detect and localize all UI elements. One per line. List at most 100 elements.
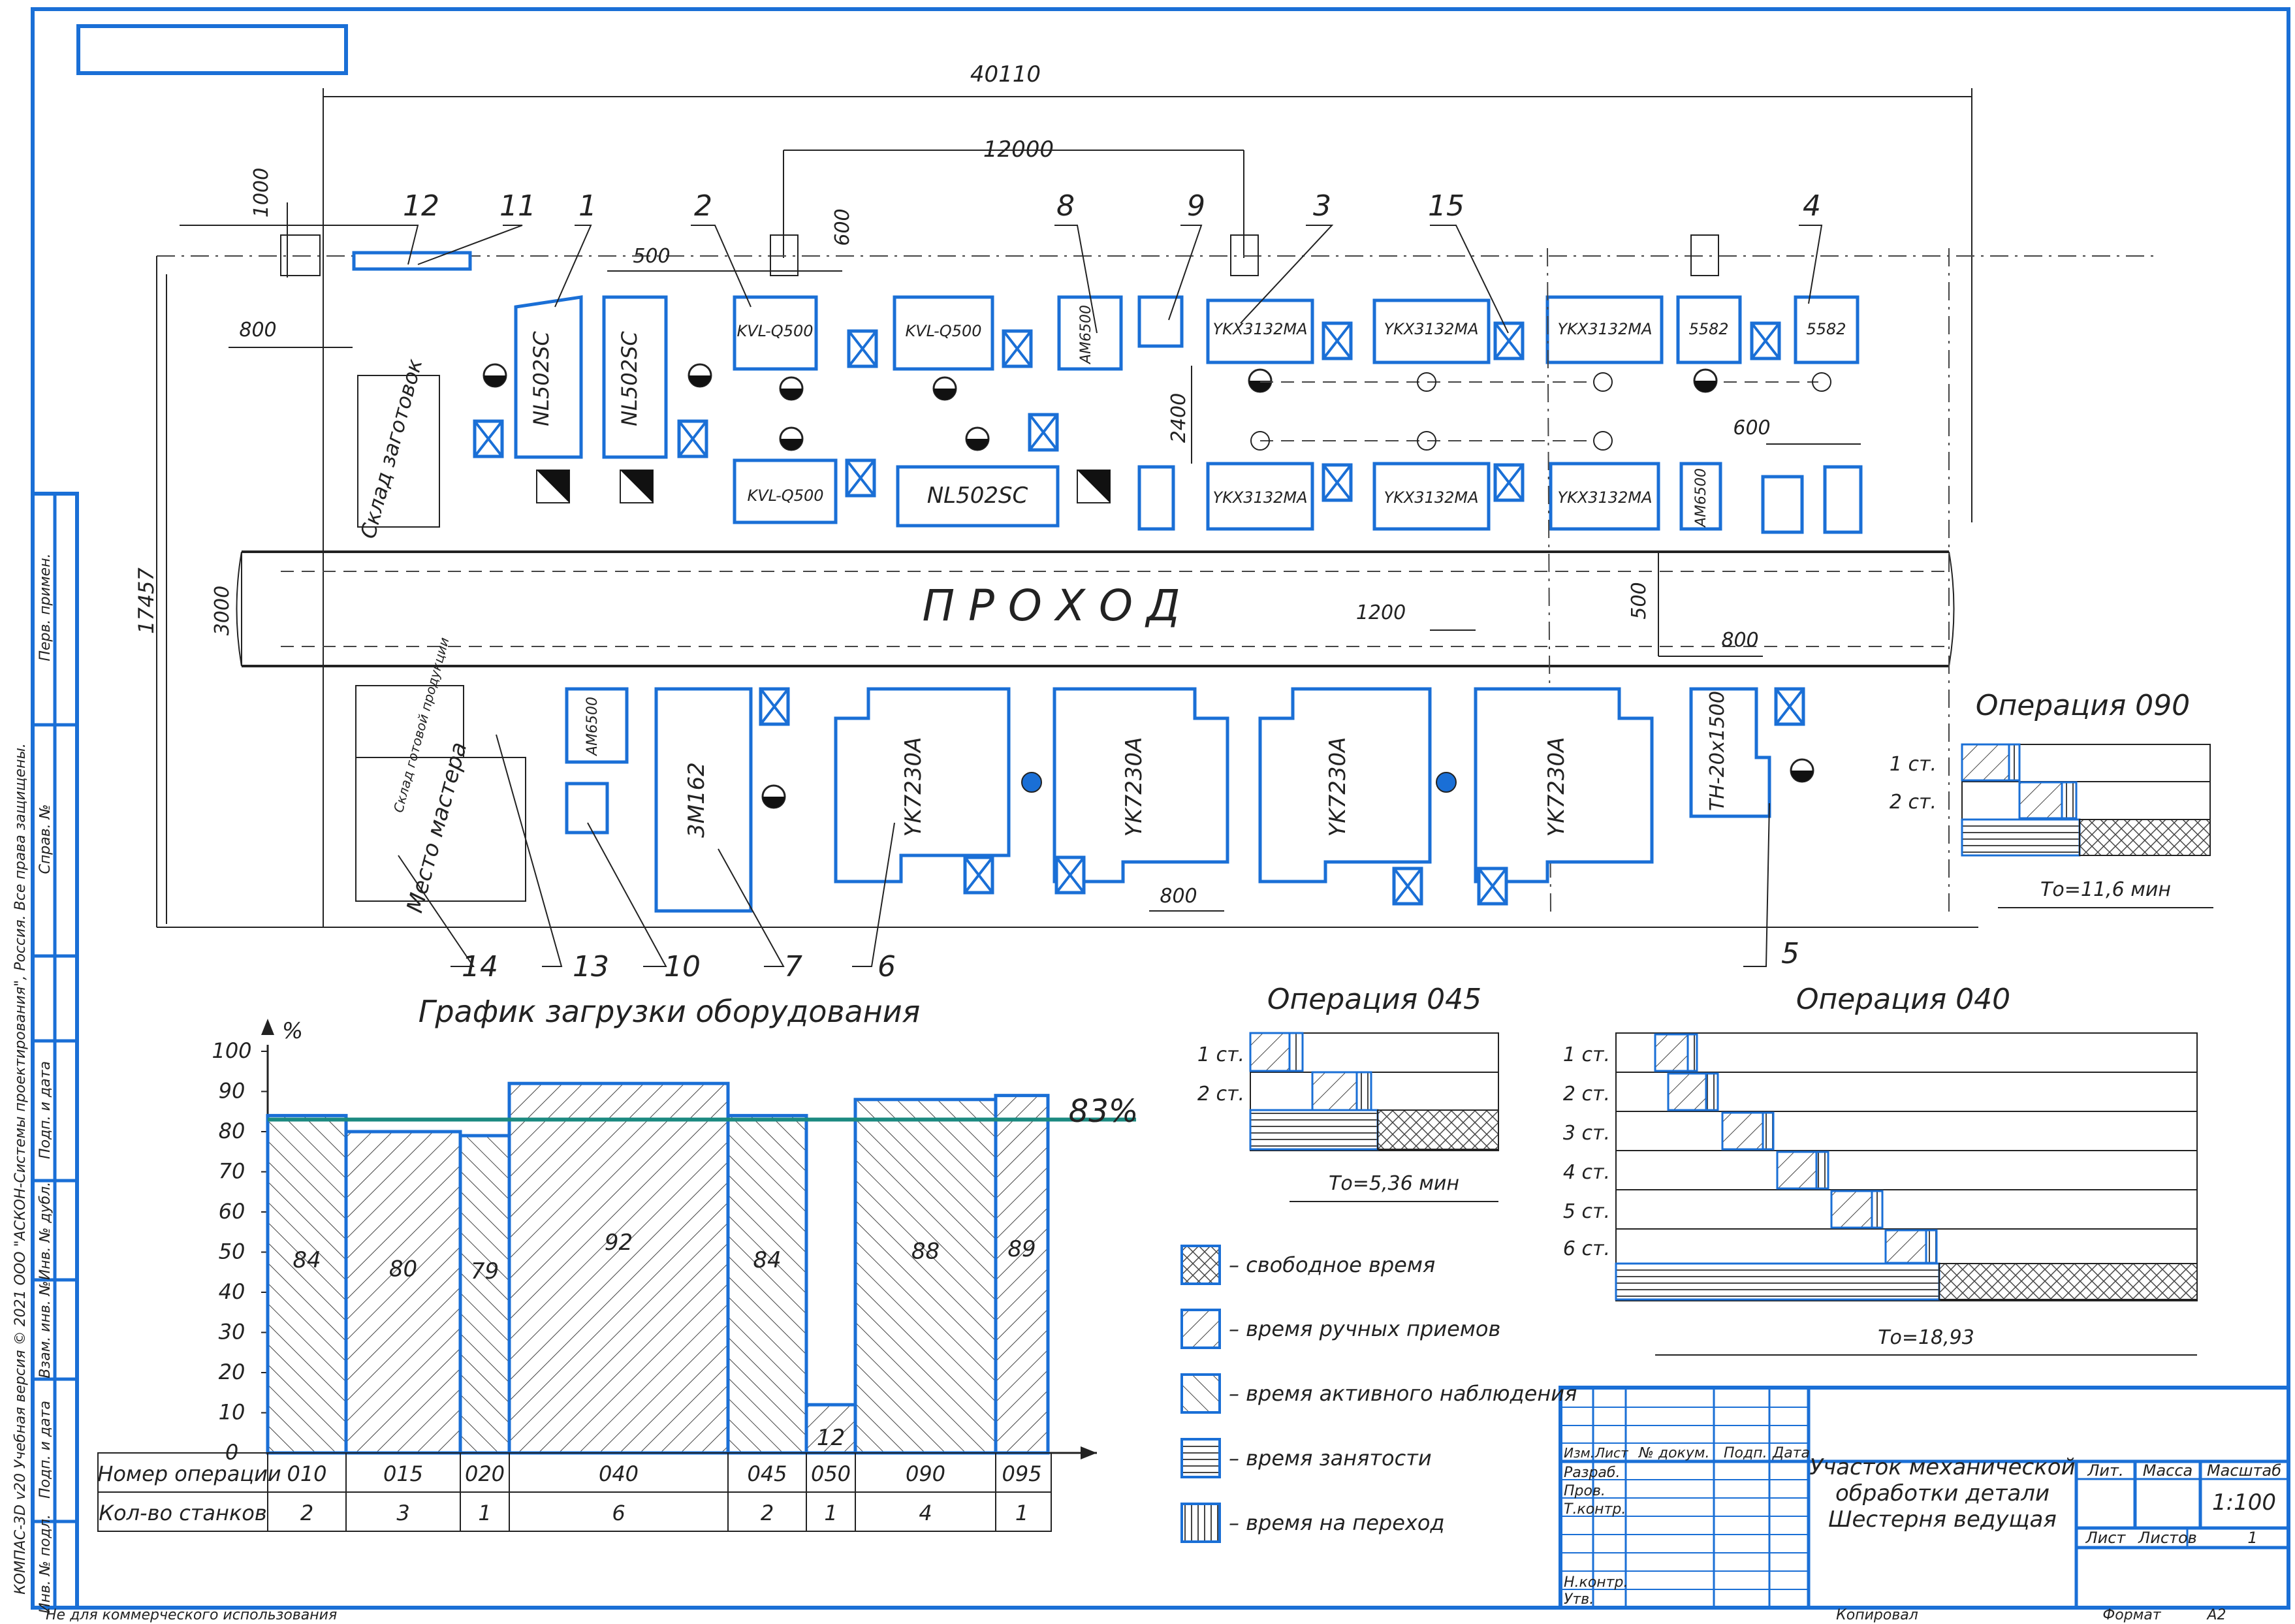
label-nl502sc-3: NL502SC (927, 483, 1028, 509)
machine-3m162 (654, 687, 753, 913)
machine-nl502sc-3 (896, 465, 1060, 528)
side-podp-2: Подп. и дата (37, 1401, 54, 1499)
legend-free: – свободное время (1229, 1252, 1435, 1277)
machine-ykx-5 (1372, 462, 1491, 531)
machine-nl502sc-2 (602, 295, 668, 459)
tb-scale: 1:100 (2212, 1489, 2276, 1516)
label-nl502sc-2: NL502SC (617, 331, 642, 426)
machine-count-cell: 1 (478, 1501, 491, 1525)
y-tick-label: 100 (212, 1038, 251, 1063)
machine-count-cell: 4 (919, 1501, 932, 1525)
dim-1200: 1200 (1356, 601, 1406, 624)
label-th: TH-20x1500 (1706, 691, 1729, 811)
machine-count-cell: 1 (1015, 1501, 1028, 1525)
op-number-cell: 015 (383, 1461, 423, 1486)
row-label-count: Кол-во станков (99, 1501, 266, 1525)
machine-9 (1137, 295, 1184, 348)
tb-kopiroval: Копировал (1836, 1607, 1918, 1623)
side-stamp (31, 492, 79, 1610)
machine-ykx-6 (1549, 462, 1660, 531)
tb-podp: Подп. (1724, 1445, 1767, 1461)
legend-manual: – время ручных приемов (1229, 1316, 1500, 1341)
op045-total: То=5,36 мин (1329, 1172, 1459, 1195)
legend-transition: – время на переход (1229, 1510, 1445, 1535)
op-number-cell: 090 (906, 1461, 945, 1486)
bar-020 (458, 1134, 511, 1455)
label-am6500-bottom: AM6500 (584, 697, 601, 757)
label-am6500-top: AM6500 (1078, 305, 1094, 365)
tb-massa: Масса (2143, 1461, 2193, 1480)
row-label-op: Номер операции (97, 1461, 281, 1486)
dim-800-mid: 800 (1721, 629, 1758, 652)
label-ykx-5: YKX3132MA (1384, 488, 1478, 507)
op040-cyclogram (1615, 1032, 2198, 1356)
software-note: КОМПАС-3D v20 Учебная версия © 2021 ООО … (12, 743, 29, 1595)
legend-busy: – время занятости (1229, 1446, 1432, 1471)
label-kvl-2: KVL-Q500 (905, 322, 981, 340)
op-number-cell: 010 (287, 1461, 326, 1486)
op-number-cell: 095 (1002, 1461, 1041, 1486)
finished-goods-storage (355, 685, 464, 768)
op040-row-6: 6 ст. (1563, 1237, 1610, 1260)
machine-count-cell: 1 (824, 1501, 837, 1525)
op045-cyclogram (1249, 1032, 1499, 1202)
op-number-cell: 020 (465, 1461, 505, 1486)
y-tick-label: 30 (219, 1320, 245, 1345)
tb-utv: Утв. (1564, 1591, 1594, 1608)
op045-row-2: 2 ст. (1197, 1083, 1244, 1106)
y-tick-label: 50 (219, 1239, 245, 1264)
op090-total: То=11,6 мин (2040, 878, 2171, 901)
machine-kvl-1 (733, 295, 818, 371)
callout-15: 15 (1428, 189, 1464, 223)
side-vzam: Взам. инв. № (37, 1281, 54, 1378)
legend-active: – время активного наблюдения (1229, 1381, 1577, 1406)
tb-format: Формат (2102, 1607, 2161, 1623)
tb-sheets: Листов (2138, 1529, 2197, 1547)
dim-1000: 1000 (250, 168, 273, 217)
op040-total: То=18,93 (1878, 1326, 1974, 1349)
callout-6: 6 (878, 950, 896, 983)
machine-yk7230a-3 (1258, 687, 1432, 884)
dim-500-mid: 500 (1628, 582, 1651, 619)
bar-095 (994, 1094, 1050, 1455)
label-ykx-6: YKX3132MA (1557, 488, 1652, 507)
machine-am6500-row2 (1679, 462, 1722, 531)
label-kvl-1: KVL-Q500 (736, 322, 813, 340)
tb-nkontr: Н.контр. (1564, 1574, 1628, 1591)
noncommercial-note: Не для коммерческого использования (46, 1607, 337, 1623)
side-podp-1: Подп. и дата (37, 1061, 54, 1159)
y-tick-label: 20 (219, 1360, 245, 1384)
bar-090 (853, 1098, 998, 1455)
op090-title: Операция 090 (1976, 689, 2190, 722)
label-ykx-1: YKX3132MA (1212, 320, 1307, 338)
callout-4: 4 (1803, 189, 1821, 223)
callout-14: 14 (462, 950, 498, 983)
average-label: 83% (1069, 1093, 1139, 1130)
op040-row-2: 2 ст. (1563, 1083, 1610, 1106)
bar-value-label: 84 (753, 1247, 781, 1273)
bar-045 (726, 1113, 808, 1455)
machine-count-cell: 2 (761, 1501, 774, 1525)
tb-title-2: обработки детали (1835, 1480, 2050, 1506)
bar-value-label: 88 (911, 1238, 940, 1264)
label-yk7230a-3: YK7230A (1325, 737, 1351, 837)
bar-value-label: 84 (293, 1247, 321, 1273)
machine-table (1137, 465, 1175, 531)
tb-izm: Изм. (1564, 1445, 1594, 1461)
label-5582-2: 5582 (1806, 320, 1846, 338)
callout-12: 12 (403, 189, 439, 223)
label-kvl-3: KVL-Q500 (747, 486, 823, 505)
label-5582-1: 5582 (1688, 320, 1728, 338)
dim-12000: 12000 (983, 136, 1054, 163)
machine-kvl-2 (893, 295, 994, 371)
op045-title: Операция 045 (1267, 983, 1481, 1016)
tb-prov: Пров. (1564, 1483, 1606, 1499)
dim-800-bottom: 800 (1160, 885, 1197, 908)
callout-9: 9 (1187, 189, 1205, 223)
machine-yk7230a-1 (834, 687, 1011, 884)
machine-count-cell: 6 (612, 1501, 625, 1525)
label-3m162: 3М162 (684, 762, 710, 838)
label-ykx-4: YKX3132MA (1212, 488, 1307, 507)
legend-swatch-active (1180, 1373, 1221, 1414)
machine-ykx-3 (1545, 295, 1664, 364)
